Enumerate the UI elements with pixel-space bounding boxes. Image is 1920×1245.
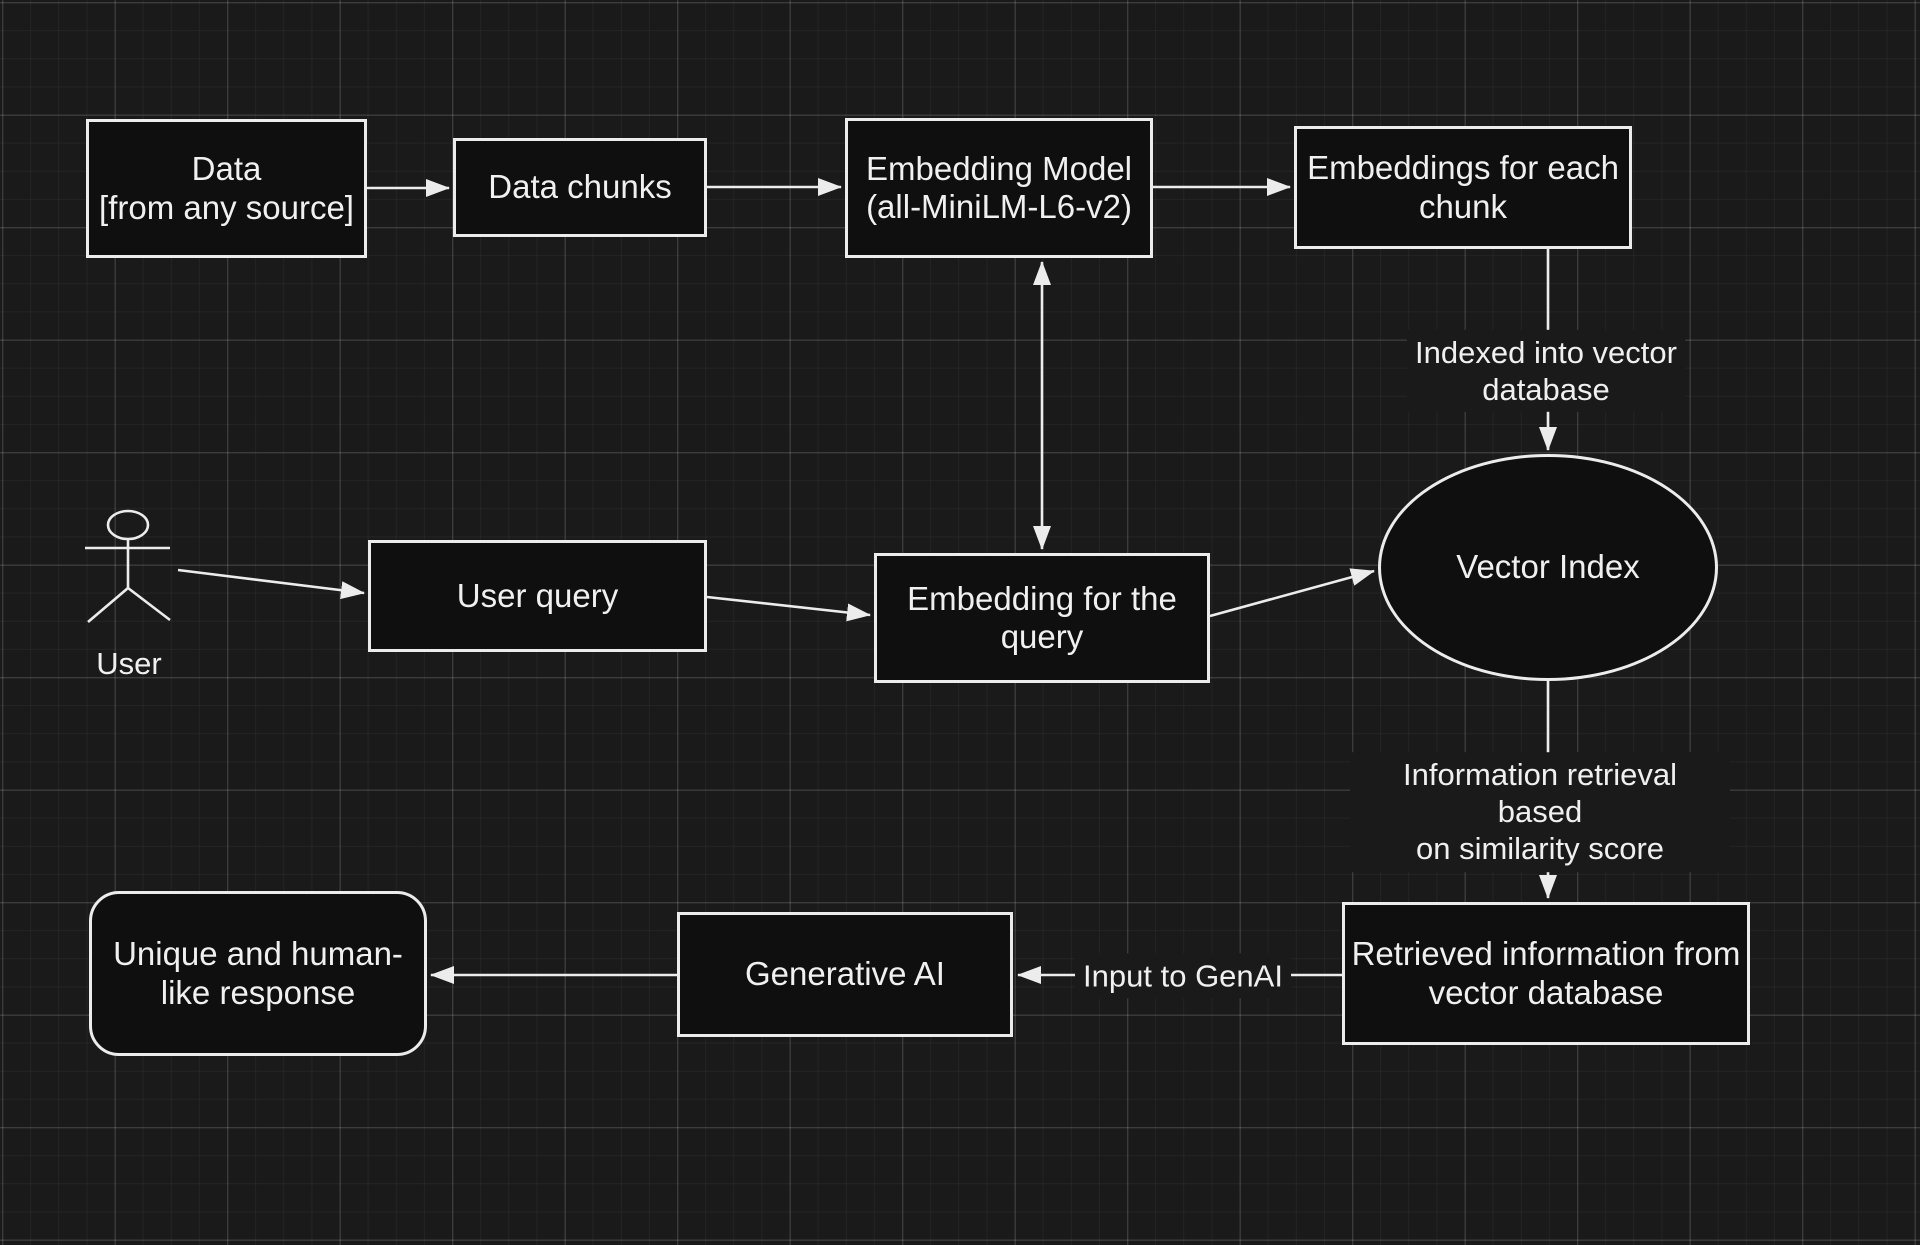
- node-retrieved-info[interactable]: Retrieved information from vector databa…: [1342, 902, 1750, 1045]
- node-generative-ai-label: Generative AI: [745, 955, 945, 993]
- node-user-actor[interactable]: User: [83, 506, 175, 682]
- user-actor-icon: [85, 509, 171, 623]
- node-chunk-embeddings[interactable]: Embeddings for each chunk: [1294, 126, 1632, 249]
- node-vector-index[interactable]: Vector Index: [1378, 454, 1718, 681]
- node-embedding-model-label: Embedding Model (all-MiniLM-L6-v2): [866, 149, 1132, 225]
- node-generative-ai[interactable]: Generative AI: [677, 912, 1013, 1037]
- edge-label-input-to-genai[interactable]: Input to GenAI: [1075, 953, 1291, 999]
- edge-label-indexed-into-vector-db[interactable]: Indexed into vector database: [1407, 329, 1685, 413]
- edge-user-query-to-query-embedding: [706, 595, 871, 622]
- node-data-source-label: Data [from any source]: [99, 150, 354, 226]
- node-response-label: Unique and human- like response: [113, 935, 403, 1011]
- node-data-source[interactable]: Data [from any source]: [86, 119, 367, 258]
- node-data-chunks[interactable]: Data chunks: [453, 138, 707, 237]
- node-retrieved-info-label: Retrieved information from vector databa…: [1351, 935, 1741, 1011]
- node-user-actor-label: User: [96, 646, 162, 681]
- node-user-query-label: User query: [456, 576, 619, 614]
- node-chunk-embeddings-label: Embeddings for each chunk: [1307, 149, 1619, 225]
- node-response[interactable]: Unique and human- like response: [89, 891, 427, 1056]
- node-vector-index-label: Vector Index: [1456, 548, 1640, 586]
- node-data-chunks-label: Data chunks: [488, 168, 672, 206]
- node-query-embedding-label: Embedding for the query: [907, 579, 1177, 655]
- node-query-embedding[interactable]: Embedding for the query: [874, 553, 1210, 683]
- node-user-query[interactable]: User query: [368, 540, 707, 652]
- node-embedding-model[interactable]: Embedding Model (all-MiniLM-L6-v2): [845, 118, 1153, 258]
- edge-label-information-retrieval[interactable]: Information retrieval based on similarit…: [1350, 752, 1730, 872]
- edge-user-to-user-query: [177, 568, 365, 600]
- edge-query-embedding-to-vector-index: [1209, 568, 1375, 618]
